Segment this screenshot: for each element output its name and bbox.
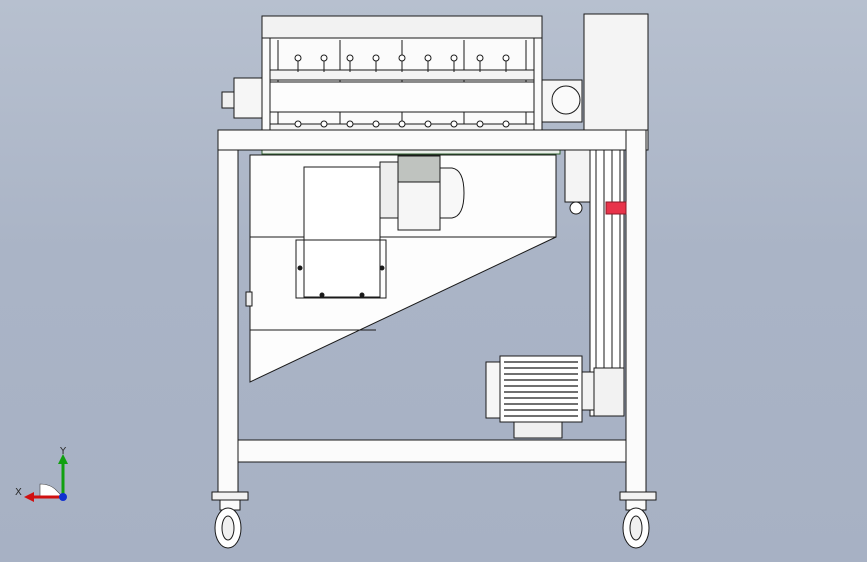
orientation-triad: Y X (15, 446, 68, 502)
upper-motor (379, 155, 465, 231)
gearbox (295, 166, 387, 299)
y-axis-label: Y (59, 446, 67, 457)
belt-drive (564, 149, 627, 417)
z-axis-dot (59, 493, 67, 501)
right-caster (619, 491, 657, 549)
left-caster (211, 491, 249, 549)
right-housing (583, 13, 649, 133)
lower-motor (485, 355, 595, 439)
x-axis-label: X (15, 487, 22, 498)
main-frame (217, 129, 649, 493)
